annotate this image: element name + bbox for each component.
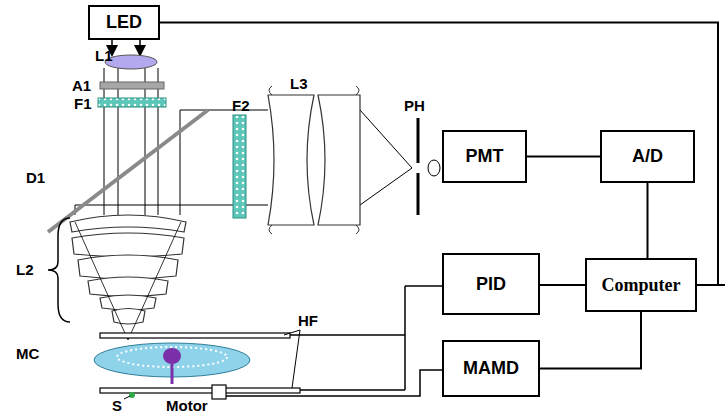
part-label: F2 (232, 98, 250, 113)
signal-wire (540, 312, 641, 369)
signal-wire (647, 183, 649, 258)
part-label: D1 (26, 170, 45, 185)
controller-box: PID (442, 253, 540, 315)
signal-wire (527, 156, 600, 158)
box-label: Computer (602, 275, 681, 296)
part-label: PH (404, 98, 425, 113)
light-source-box: LED (88, 5, 160, 40)
part-label: F1 (74, 96, 92, 111)
part-label: L2 (16, 262, 34, 277)
part-label: Motor (166, 398, 208, 413)
signal-wire (540, 284, 585, 286)
part-label: MC (16, 346, 39, 361)
box-label: LED (106, 12, 142, 33)
box-label: A/D (632, 146, 663, 167)
part-label: HF (298, 313, 318, 328)
computer-box: Computer (585, 258, 697, 312)
detector-box: PMT (442, 130, 527, 183)
part-label: L1 (95, 48, 113, 63)
box-label: PID (476, 274, 506, 295)
part-label: A1 (72, 78, 91, 93)
part-label: S (112, 398, 122, 413)
wire-stub (697, 284, 725, 286)
driver-box: MAMD (442, 340, 540, 397)
box-label: MAMD (463, 358, 519, 379)
part-label: L3 (290, 76, 308, 91)
signal-wire (160, 23, 718, 286)
converter-box: A/D (600, 130, 695, 183)
box-label: PMT (466, 146, 504, 167)
